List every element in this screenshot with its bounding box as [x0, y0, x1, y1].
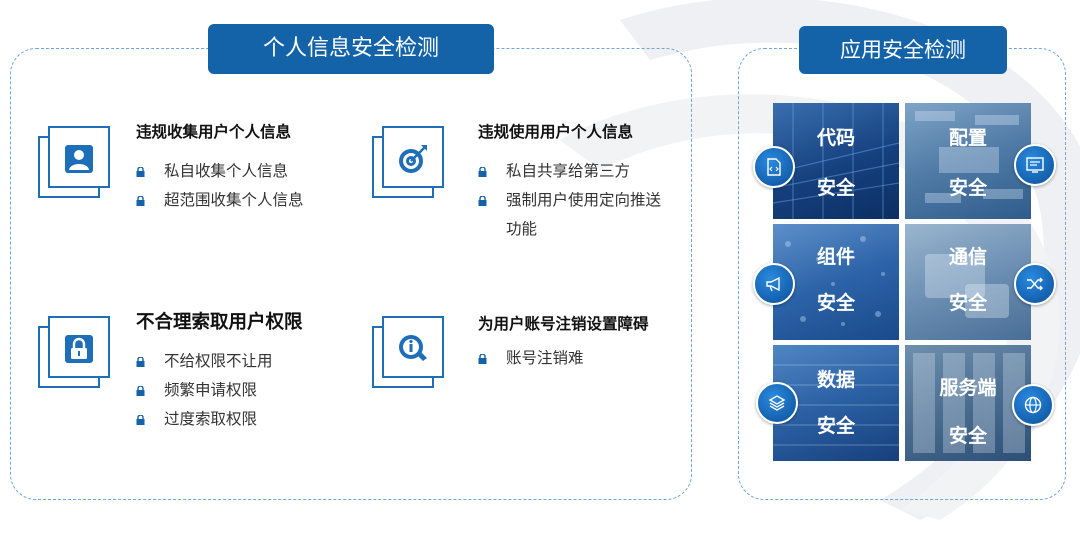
user-icon-box	[38, 126, 112, 200]
tile-config-security: 配置 安全	[905, 103, 1031, 219]
item-title-collect: 违规收集用户个人信息	[136, 123, 292, 141]
list-item: 私自共享给第三方	[478, 157, 661, 186]
tile-label-top: 通信	[948, 246, 987, 268]
bullets-collect: 私自收集个人信息 超范围收集个人信息	[136, 157, 304, 215]
tile-label-bottom: 安全	[816, 292, 855, 314]
lock-bullet-icon	[478, 354, 487, 364]
tile-texture	[925, 254, 1009, 318]
lock-icon-box	[38, 316, 112, 390]
user-icon	[65, 145, 93, 173]
tile-label-top: 数据	[816, 369, 855, 391]
lock-bullet-icon	[136, 357, 145, 367]
item-title-cancel: 为用户账号注销设置障碍	[478, 315, 649, 333]
globe-icon	[1012, 384, 1054, 426]
tile-label-bottom: 安全	[816, 177, 855, 199]
target-icon-box	[372, 126, 446, 200]
tile-texture	[785, 236, 885, 326]
tile-label-bottom: 安全	[948, 177, 987, 199]
list-item: 私自收集个人信息	[136, 157, 304, 186]
tile-label-bottom: 安全	[948, 292, 987, 314]
lock-bullet-icon	[136, 196, 145, 206]
lock-icon	[65, 335, 93, 363]
tile-label-top: 组件	[816, 246, 855, 268]
code-file-icon	[753, 146, 795, 188]
bullets-cancel: 账号注销难	[478, 344, 584, 373]
list-item: 强制用户使用定向推送	[478, 186, 661, 215]
config-screen-icon	[1014, 144, 1056, 186]
list-item: 账号注销难	[478, 344, 584, 373]
lock-bullet-icon	[478, 196, 487, 206]
tile-label-top: 配置	[948, 127, 987, 149]
layers-icon	[756, 382, 798, 424]
tile-label-top: 服务端	[939, 377, 997, 399]
lock-bullet-icon	[136, 415, 145, 425]
bullets-use: 私自共享给第三方 强制用户使用定向推送 功能	[478, 157, 661, 244]
lock-bullet-icon	[136, 167, 145, 177]
lock-bullet-icon	[136, 386, 145, 396]
tile-label-top: 代码	[816, 127, 855, 149]
shuffle-icon	[1014, 263, 1056, 305]
app-security-title: 应用安全检测	[799, 26, 1007, 74]
tile-server-security: 服务端 安全	[905, 345, 1031, 461]
megaphone-icon	[753, 263, 795, 305]
list-item: 频繁申请权限	[136, 376, 273, 405]
tile-label-bottom: 安全	[816, 415, 855, 437]
tile-component-security: 组件 安全	[773, 224, 899, 340]
list-item-continuation: 功能	[506, 220, 538, 238]
bullets-permission: 不给权限不让用 频繁申请权限 过度索取权限	[136, 347, 273, 434]
info-hand-icon-box	[372, 316, 446, 390]
lock-bullet-icon	[478, 167, 487, 177]
item-title-permission: 不合理索取用户权限	[136, 312, 303, 333]
tile-label-bottom: 安全	[948, 425, 987, 447]
personal-info-panel	[10, 48, 692, 500]
tile-texture	[915, 111, 1023, 203]
info-hand-icon	[399, 335, 427, 361]
tile-communication-security: 通信 安全	[905, 224, 1031, 340]
item-title-use: 违规使用用户个人信息	[478, 123, 634, 141]
list-item: 过度索取权限	[136, 405, 273, 434]
personal-info-title: 个人信息安全检测	[208, 24, 494, 74]
target-icon	[399, 145, 427, 173]
list-item: 超范围收集个人信息	[136, 186, 304, 215]
list-item: 不给权限不让用	[136, 347, 273, 376]
